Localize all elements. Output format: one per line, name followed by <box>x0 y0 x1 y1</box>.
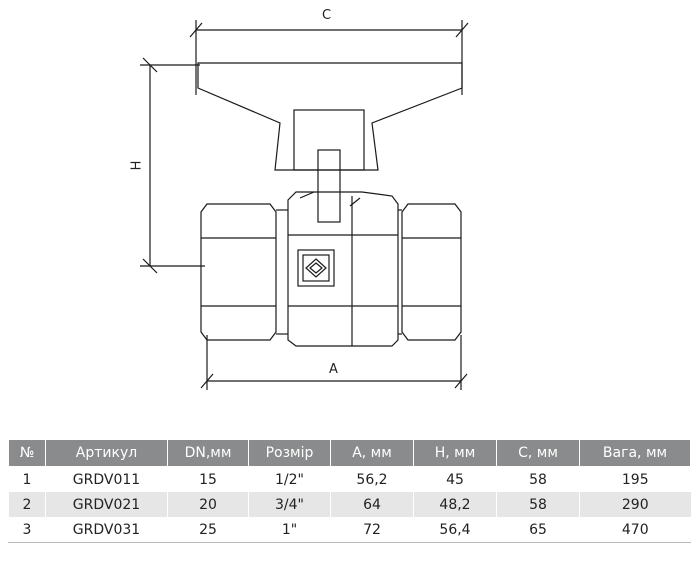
cell-c: 65 <box>496 517 580 543</box>
cell-c: 58 <box>496 466 580 492</box>
cell-size: 1/2" <box>248 466 331 492</box>
brand-emblem <box>297 249 335 287</box>
cell-number: 3 <box>8 517 46 543</box>
cell-dn: 25 <box>167 517 249 543</box>
cell-a: 72 <box>330 517 414 543</box>
table-row: 3 GRDV031 25 1" 72 56,4 65 470 <box>8 517 691 543</box>
col-header-a: А, мм <box>330 439 414 467</box>
cell-dn: 15 <box>167 466 249 492</box>
cell-h: 56,4 <box>413 517 497 543</box>
cell-c: 58 <box>496 492 580 517</box>
cell-a: 64 <box>330 492 414 517</box>
col-header-number: № <box>8 439 46 467</box>
dimension-h-label: H <box>129 160 145 171</box>
valve-body <box>287 191 399 347</box>
cell-size: 3/4" <box>248 492 331 517</box>
cell-size: 1" <box>248 517 331 543</box>
specification-table: № Артикул DN,мм Розмір А, мм Н, мм С, мм… <box>8 439 691 543</box>
table-row: 2 GRDV021 20 3/4" 64 48,2 58 290 <box>8 492 691 517</box>
valve-right-nut <box>398 203 462 341</box>
col-header-weight: Вага, мм <box>579 439 691 467</box>
cell-h: 48,2 <box>413 492 497 517</box>
cell-weight: 470 <box>579 517 691 543</box>
col-header-size: Розмір <box>248 439 331 467</box>
col-header-article: Артикул <box>45 439 168 467</box>
col-header-h: Н, мм <box>413 439 497 467</box>
dimension-c-line <box>189 20 469 95</box>
cell-article: GRDV011 <box>45 466 168 492</box>
col-header-dn: DN,мм <box>167 439 249 467</box>
valve-technical-drawing <box>140 20 469 390</box>
cell-article: GRDV021 <box>45 492 168 517</box>
col-header-c: С, мм <box>496 439 580 467</box>
cell-weight: 195 <box>579 466 691 492</box>
valve-handle <box>197 62 463 223</box>
dimension-a-line <box>200 335 468 390</box>
table-header-row: № Артикул DN,мм Розмір А, мм Н, мм С, мм… <box>8 439 691 467</box>
dimension-a-label: A <box>329 362 338 377</box>
dimension-h-line <box>140 57 205 274</box>
cell-a: 56,2 <box>330 466 414 492</box>
dimension-c-label: C <box>322 8 332 23</box>
cell-article: GRDV031 <box>45 517 168 543</box>
cell-h: 45 <box>413 466 497 492</box>
cell-number: 1 <box>8 466 46 492</box>
cell-dn: 20 <box>167 492 249 517</box>
cell-number: 2 <box>8 492 46 517</box>
cell-weight: 290 <box>579 492 691 517</box>
valve-left-nut <box>200 203 288 341</box>
table-row: 1 GRDV011 15 1/2" 56,2 45 58 195 <box>8 466 691 492</box>
